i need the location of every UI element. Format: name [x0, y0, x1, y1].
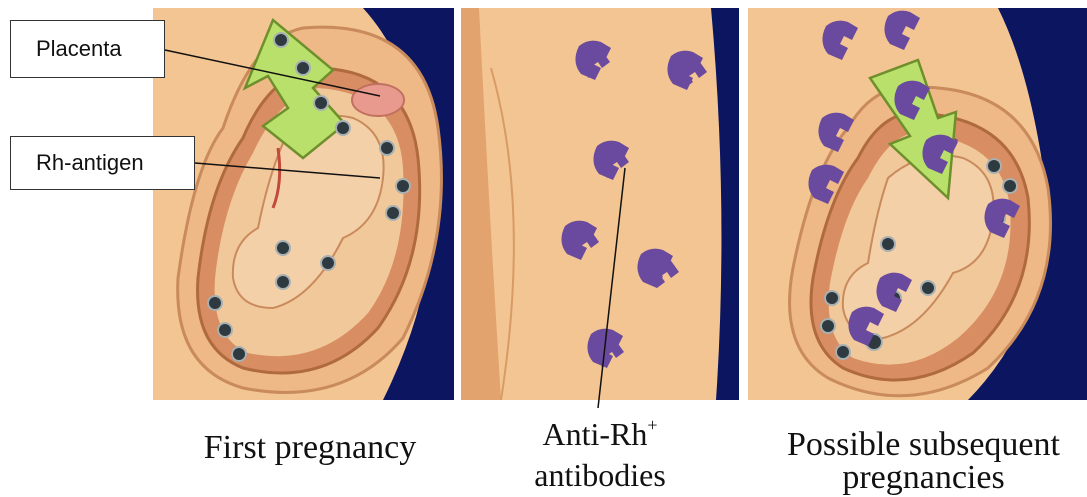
- rh-antigen-label: Rh-antigen: [36, 150, 144, 176]
- first-pregnancy-illustration: [153, 8, 454, 400]
- subsequent-pregnancy-illustration: [748, 8, 1087, 400]
- caption-antibodies-line2: antibodies: [470, 457, 730, 493]
- caption-antibodies: Anti-Rh+ antibodies: [470, 416, 730, 493]
- caption-subsequent-line2: pregnancies: [760, 461, 1087, 494]
- panel-antibodies: [461, 8, 739, 400]
- callout-rh-antigen: Rh-antigen: [10, 136, 195, 190]
- caption-first-text: First pregnancy: [204, 429, 416, 466]
- antibodies-illustration: [461, 8, 739, 400]
- placenta-label: Placenta: [36, 36, 122, 62]
- panel-first-pregnancy: [153, 8, 454, 400]
- caption-subsequent-line1: Possible subsequent: [760, 428, 1087, 461]
- caption-subsequent-pregnancies: Possible subsequent pregnancies: [760, 428, 1087, 494]
- panel-subsequent-pregnancies: [748, 8, 1087, 400]
- callout-placenta: Placenta: [10, 20, 165, 78]
- caption-antibodies-name: Anti-Rh: [542, 416, 647, 452]
- placenta: [352, 84, 404, 116]
- caption-first-pregnancy: First pregnancy: [160, 430, 460, 466]
- caption-antibodies-sup: +: [647, 415, 657, 435]
- caption-antibodies-line1: Anti-Rh+: [470, 416, 730, 457]
